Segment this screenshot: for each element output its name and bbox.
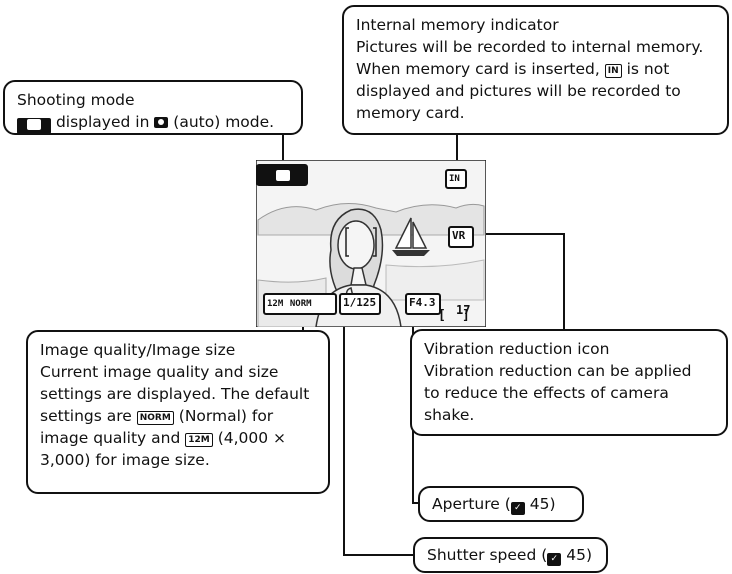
connector-internal-memory bbox=[456, 133, 458, 171]
connector-vr-h bbox=[474, 233, 565, 235]
svg-text:]: ] bbox=[462, 308, 470, 323]
exposures-remaining: 17 bbox=[456, 303, 471, 317]
shooting-mode-icon bbox=[17, 118, 51, 134]
focus-brackets bbox=[345, 227, 377, 257]
callout-shooting-mode: Shooting mode displayed in (auto) mode. bbox=[3, 80, 303, 135]
camera-icon bbox=[27, 119, 41, 130]
internal-memory-title: Internal memory indicator bbox=[356, 16, 559, 34]
callout-shutter-speed: Shutter speed (✓ 45) bbox=[413, 537, 608, 573]
reference-icon: ✓ bbox=[547, 553, 562, 566]
vibration-title: Vibration reduction icon bbox=[424, 340, 610, 358]
camera-monitor: [ ] IN VR 12M NORM 1/125 F4.3 17 bbox=[255, 159, 487, 328]
svg-text:[: [ bbox=[438, 308, 446, 323]
callout-vibration-reduction: Vibration reduction icon Vibration reduc… bbox=[410, 329, 728, 436]
sailboat-illustration bbox=[392, 217, 430, 256]
callout-internal-memory: Internal memory indicator Pictures will … bbox=[342, 5, 729, 135]
callout-aperture: Aperture (✓ 45) bbox=[418, 486, 584, 522]
connector-aperture-h bbox=[412, 502, 418, 504]
shutter-speed-badge: 1/125 bbox=[339, 293, 381, 315]
callout-image-quality: Image quality/Image size Current image q… bbox=[26, 330, 330, 494]
internal-memory-badge: IN bbox=[445, 169, 467, 189]
connector-shooting-mode bbox=[282, 133, 284, 167]
auto-mode-icon bbox=[154, 117, 169, 128]
shooting-mode-title: Shooting mode bbox=[17, 91, 135, 109]
camera-icon bbox=[276, 170, 290, 181]
norm-quality-icon: NORM bbox=[136, 411, 174, 425]
connector-vr-v bbox=[563, 233, 565, 331]
image-quality-title: Image quality/Image size bbox=[40, 341, 236, 359]
image-quality-size-badge: 12M NORM bbox=[263, 293, 337, 315]
shooting-mode-desc: displayed in (auto) mode. bbox=[17, 111, 291, 134]
connector-shutter-h bbox=[343, 554, 413, 556]
connector-shutter-v bbox=[343, 312, 345, 556]
reference-icon: ✓ bbox=[510, 502, 525, 515]
internal-memory-icon: IN bbox=[604, 64, 622, 78]
vibration-reduction-badge: VR bbox=[448, 226, 474, 248]
image-size-icon: 12M bbox=[185, 433, 213, 447]
shooting-mode-badge bbox=[256, 164, 308, 186]
aperture-badge: F4.3 bbox=[405, 293, 441, 315]
